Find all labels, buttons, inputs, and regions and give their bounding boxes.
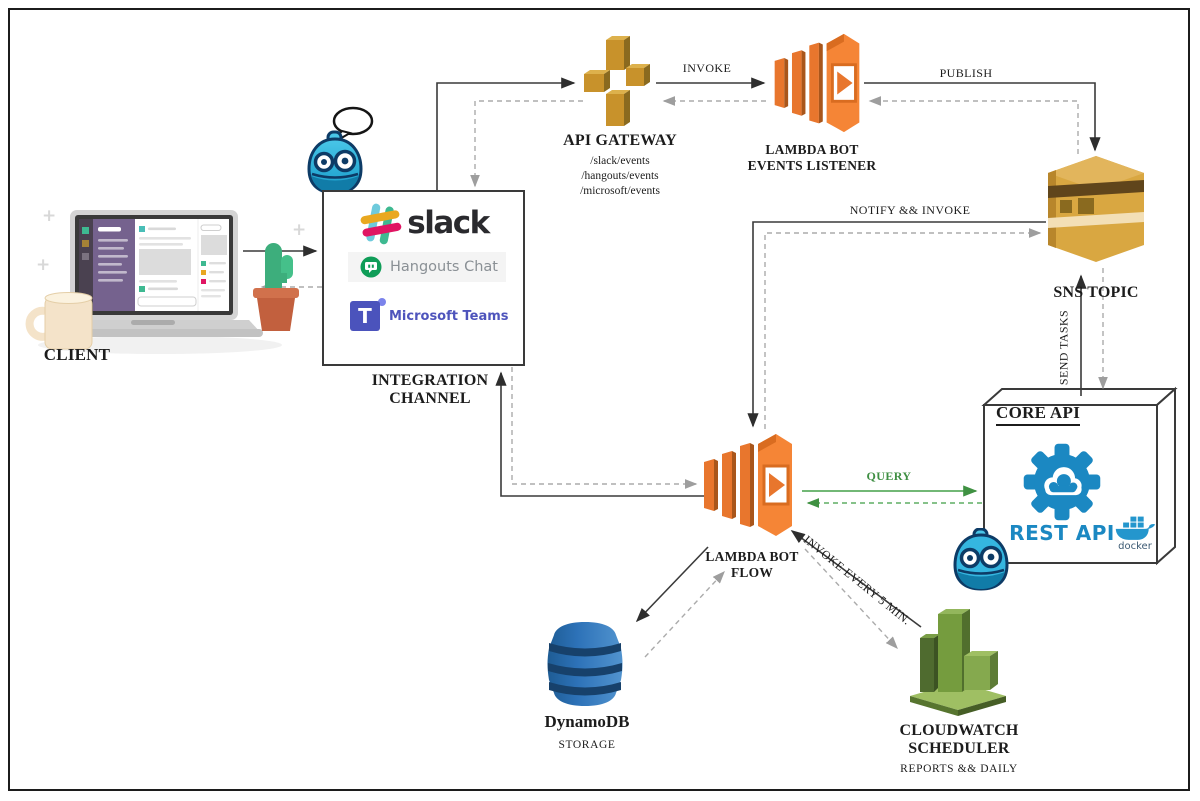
robot-mascot-icon xyxy=(953,528,1009,591)
client-label: CLIENT xyxy=(43,345,111,364)
docker-icon xyxy=(1115,516,1156,540)
cloudwatch-sublabel: REPORTS && DAILY xyxy=(900,763,1018,775)
docker-whale-icon xyxy=(1115,516,1156,540)
arrow-sns-to-lambdaflow xyxy=(747,221,1046,428)
lambda-bot-flow-label: LAMBDA BOT FLOW xyxy=(677,549,827,581)
return-lambdaflow-to-sns xyxy=(764,228,1042,429)
microsoft-teams-item: T Microsoft Teams xyxy=(350,294,520,338)
listener-label-line1: LAMBDA BOT xyxy=(765,142,859,157)
edge-label-publish: PUBLISH xyxy=(939,66,993,80)
return-dynamodb-to-lambdaflow xyxy=(644,570,725,658)
robot-body xyxy=(953,528,1009,591)
hangouts-label: Hangouts Chat xyxy=(390,259,498,275)
integration-channel-label: INTEGRATION CHANNEL xyxy=(330,372,530,408)
sns-icon xyxy=(1048,156,1144,262)
slack-hash-icon xyxy=(360,203,402,245)
rest-api-label: REST API xyxy=(1009,521,1115,545)
lambda-icon xyxy=(774,33,860,133)
return-sns-to-listener xyxy=(868,96,1079,154)
return-gateway-to-integration xyxy=(470,100,583,188)
api-gateway-label: API GATEWAY xyxy=(563,132,677,149)
robot-mascot-icon xyxy=(307,106,374,195)
listener-label-line2: EVENTS LISTENER xyxy=(747,158,877,173)
plus-decoration: + xyxy=(36,255,51,275)
solid-arrows xyxy=(243,77,1101,628)
dynamodb-label: DynamoDB xyxy=(544,712,630,731)
return-integration-to-lambdaflow xyxy=(511,367,698,489)
route-hangouts-events: /hangouts/events xyxy=(581,170,659,182)
api-gateway-routes: /slack/events /hangouts/events /microsof… xyxy=(545,154,695,199)
cloudwatch-label-line2: SCHEDULER xyxy=(908,740,1010,757)
query-arrows xyxy=(802,485,982,508)
teams-label: Microsoft Teams xyxy=(389,308,509,324)
integration-channel-box: slack Hangouts Chat T Microsoft Teams xyxy=(322,190,525,366)
slack-logo: slack xyxy=(324,200,523,246)
teams-icon: T xyxy=(350,301,380,331)
teams-person-icon xyxy=(378,298,386,306)
cloudwatch-buildings xyxy=(910,609,1006,716)
plus-decoration: + xyxy=(292,220,307,240)
core-api-title: CORE API xyxy=(996,403,1081,426)
dashed-arrows xyxy=(260,96,1108,658)
aws-lambda-flow-icon xyxy=(704,434,792,536)
edge-label-invoke: INVOKE xyxy=(682,61,732,75)
integration-label-line2: CHANNEL xyxy=(389,390,471,407)
aws-api-gateway-icon xyxy=(584,36,650,126)
dynamodb-barrel xyxy=(547,622,623,706)
teams-icon-letter: T xyxy=(358,304,372,328)
return-lambdaflow-to-cloudwatch xyxy=(804,548,898,650)
edge-label-send-tasks: SEND TASKS xyxy=(1056,309,1071,386)
arrow-listener-to-sns xyxy=(864,82,1101,152)
gateway-blocks xyxy=(584,36,650,126)
dynamodb-sublabel: STORAGE xyxy=(558,739,616,751)
flow-label-line2: FLOW xyxy=(730,565,774,580)
route-slack-events: /slack/events xyxy=(590,155,650,167)
aws-dynamodb-icon xyxy=(547,622,623,706)
cloudwatch-scheduler-label: CLOUDWATCH SCHEDULER xyxy=(884,722,1034,758)
laptop-icon xyxy=(45,210,263,337)
flow-label-line1: LAMBDA BOT xyxy=(705,549,799,564)
route-microsoft-events: /microsoft/events xyxy=(580,185,660,197)
arrow-lambdaflow-to-dynamodb xyxy=(635,546,709,623)
slack-wordmark: slack xyxy=(407,205,490,241)
cactus-icon xyxy=(253,243,299,331)
docker-label: docker xyxy=(1118,541,1152,552)
cloudwatch-label-line1: CLOUDWATCH xyxy=(899,722,1019,739)
arrow-cloudwatch-to-lambdaflow xyxy=(790,530,922,628)
edge-label-notify-invoke: NOTIFY && INVOKE xyxy=(849,203,971,217)
aws-lambda-listener-icon xyxy=(774,33,860,133)
client-laptop-illustration xyxy=(25,210,299,354)
diagram-border xyxy=(8,8,1190,791)
plus-decoration: + xyxy=(42,206,57,226)
lambda-icon xyxy=(704,434,792,536)
floor-shadow xyxy=(38,336,282,354)
aws-sns-topic-icon xyxy=(1048,156,1144,262)
hangouts-chat-item: Hangouts Chat xyxy=(348,252,506,282)
sns-topic-label: SNS TOPIC xyxy=(1053,284,1139,301)
arrow-integration-to-gateway xyxy=(436,77,576,190)
integration-label-line1: INTEGRATION xyxy=(371,372,489,389)
coffee-mug-icon xyxy=(25,292,93,350)
gear-icon xyxy=(1023,443,1101,521)
aws-cloudwatch-icon xyxy=(910,609,1006,716)
robot-body xyxy=(307,130,363,195)
rest-api-gear-icon xyxy=(1023,443,1101,521)
arrow-lambdaflow-to-integration xyxy=(495,371,705,497)
core-api-box xyxy=(981,386,1178,566)
lambda-events-listener-label: LAMBDA BOT EVENTS LISTENER xyxy=(737,142,887,174)
speech-bubble-icon xyxy=(330,106,374,145)
hangouts-icon xyxy=(360,256,382,278)
edge-label-query: QUERY xyxy=(866,469,912,483)
